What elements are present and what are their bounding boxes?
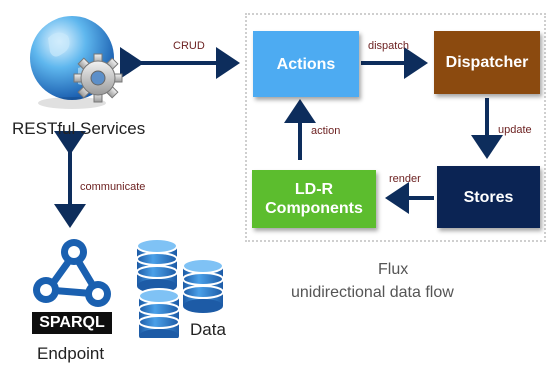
ldr-label-line2: Components [265, 200, 363, 217]
globe-gear-icon [28, 8, 128, 118]
dispatch-label: dispatch [368, 40, 409, 52]
endpoint-label: Endpoint [37, 344, 105, 363]
sparql-logo-text: SPARQL [39, 314, 105, 331]
dispatcher-label: Dispatcher [445, 54, 529, 71]
flux-caption-line2: unidirectional data flow [291, 284, 454, 301]
sparql-logo-icon: SPARQL [26, 232, 116, 338]
database-icon [137, 238, 224, 338]
restful-services-label: RESTful Services [12, 119, 146, 138]
communicate-label: communicate [80, 181, 146, 193]
ldr-label-line1: LD-R [294, 181, 334, 198]
ldr-components-box: LD-R Components [252, 170, 376, 228]
flux-frame [245, 13, 546, 242]
action-label: action [311, 125, 341, 137]
data-label: Data [190, 320, 226, 339]
stores-label: Stores [463, 188, 514, 206]
render-label: render [389, 173, 421, 185]
actions-label: Actions [276, 55, 336, 73]
flux-caption-line1: Flux [378, 261, 409, 278]
actions-box: Actions [253, 31, 359, 97]
dispatcher-box: Dispatcher [434, 31, 540, 94]
update-label: update [498, 124, 532, 136]
stores-box: Stores [437, 166, 540, 228]
crud-label: CRUD [173, 40, 205, 52]
